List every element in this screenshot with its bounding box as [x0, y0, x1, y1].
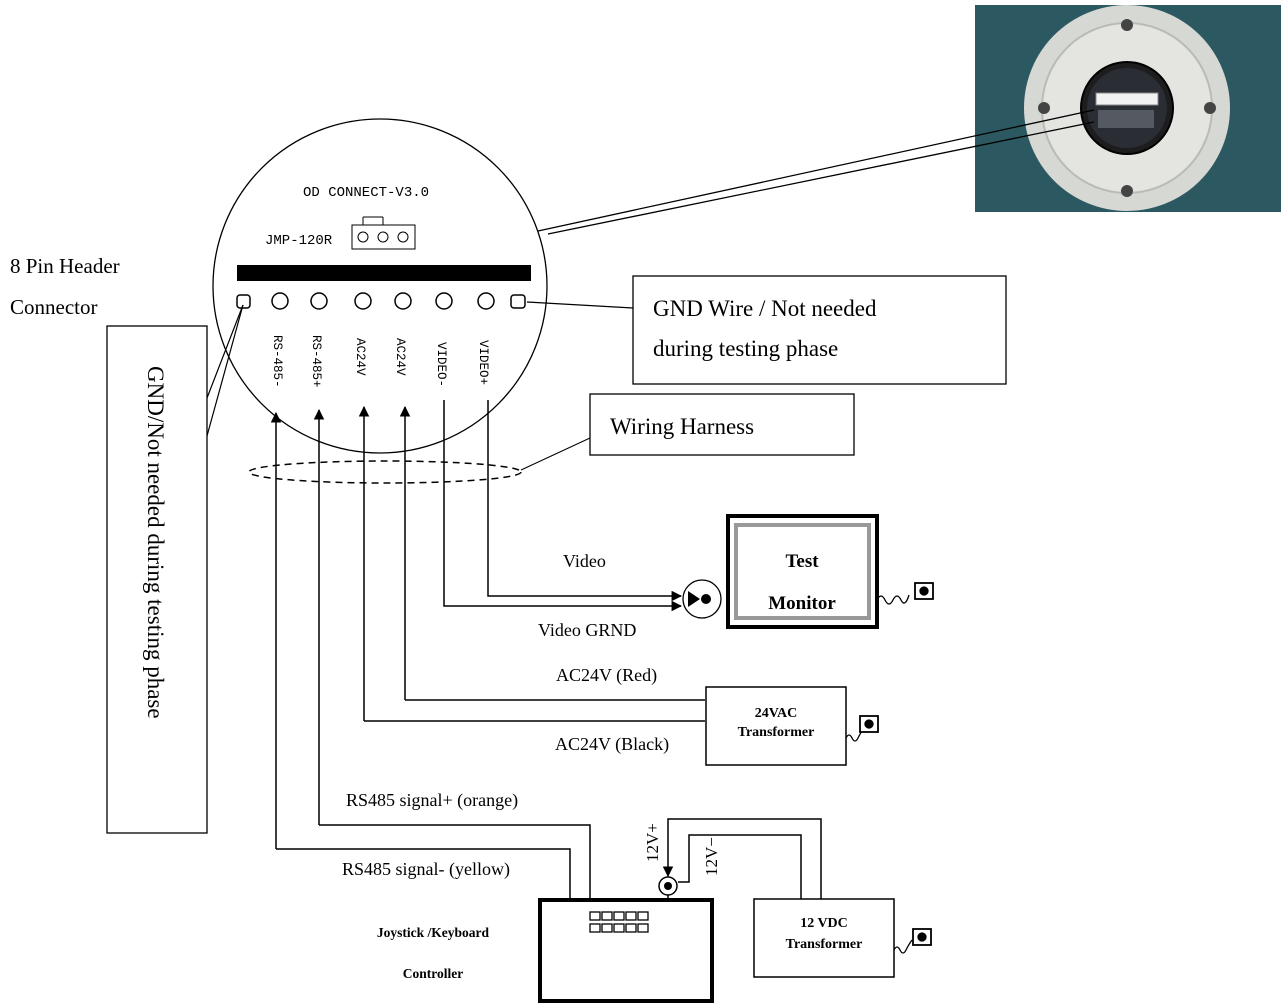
joystick-label-1: Joystick /Keyboard: [377, 925, 490, 940]
connector-board: OD CONNECT-V3.0 JMP-120R RS-485- RS-485+…: [212, 118, 548, 454]
photo-pin-header: [1095, 92, 1159, 106]
mount-hole: [1121, 185, 1133, 197]
gnd-vertical-text: GND/Not needed during testing phase: [143, 366, 168, 719]
header-bar: [237, 265, 531, 281]
pin-label-ac24v-1: AC24V: [353, 338, 367, 376]
wire-rs485-plus: [319, 824, 591, 898]
pin-label-video-minus: VIDEO-: [434, 342, 448, 387]
gnd-callout-leader: [526, 301, 634, 309]
keypad-icon: [589, 911, 649, 933]
wiring-harness-callout: Wiring Harness: [248, 393, 855, 484]
plug-icon: [893, 928, 932, 954]
label-12v-minus: 12V−: [702, 837, 721, 876]
wire-12v-plus: [662, 818, 822, 900]
joystick-label-2: Controller: [403, 966, 464, 981]
label-video-grnd: Video GRND: [538, 620, 636, 640]
label-video: Video: [563, 551, 606, 571]
connector-outline: [212, 118, 548, 454]
pin-header-label: 8 Pin Header: [10, 254, 120, 278]
gnd-vertical-leader: [206, 304, 244, 399]
monitor-label-2: Monitor: [768, 593, 836, 614]
video-jack-icon: [682, 579, 722, 619]
label-rs485-minus: RS485 signal- (yellow): [342, 859, 510, 880]
transformer-12vdc: 12 VDC Transformer: [753, 898, 895, 978]
gnd-callout-line1: GND Wire / Not needed: [653, 296, 877, 321]
joystick-controller: Joystick /Keyboard Controller: [377, 898, 714, 1003]
wire-rs485-minus: [276, 848, 571, 898]
wire-video-plus: [487, 400, 683, 602]
camera-housing-photo: [975, 5, 1281, 212]
photo-leader-line: [537, 109, 1095, 232]
header-pins: [236, 292, 526, 310]
label-ac24v-black: AC24V (Black): [555, 734, 669, 755]
wire-12v-minus: [678, 834, 802, 900]
wiring-harness-label: Wiring Harness: [610, 414, 754, 439]
wire-video-minus: [443, 400, 683, 612]
label-12v-plus: 12V+: [643, 823, 662, 862]
tr12-label-1: 12 VDC: [800, 916, 848, 931]
tr24-label-1: 24VAC: [755, 706, 798, 721]
label-ac24v-red: AC24V (Red): [556, 665, 657, 686]
gnd-wire-callout: GND Wire / Not needed during testing pha…: [526, 275, 1007, 385]
tr24-label-2: Transformer: [738, 725, 815, 740]
gnd-callout-line2: during testing phase: [653, 336, 838, 361]
mount-hole: [1121, 19, 1133, 31]
harness-ellipse: [248, 460, 522, 484]
pin-label-ac24v-2: AC24V: [393, 338, 407, 376]
gnd-vertical-leader: [206, 304, 244, 437]
transformer-24vac: 24VAC Transformer: [705, 686, 847, 766]
wires: [270, 400, 822, 900]
gnd-vertical-callout: GND/Not needed during testing phase: [106, 304, 244, 834]
mount-hole: [1038, 102, 1050, 114]
tr12-label-2: Transformer: [786, 937, 863, 952]
jumper-label: JMP-120R: [265, 233, 333, 249]
dc-jack-icon: [658, 876, 678, 900]
photo-leader-line: [547, 121, 1095, 235]
monitor-label-1: Test: [785, 551, 819, 572]
pin-label-rs485-plus: RS-485+: [309, 335, 323, 388]
label-rs485-plus: RS485 signal+ (orange): [346, 790, 518, 811]
connector-title: OD CONNECT-V3.0: [303, 185, 429, 201]
plug-icon: [876, 582, 934, 605]
test-monitor: Test Monitor: [726, 514, 879, 629]
mount-hole: [1204, 102, 1216, 114]
pin-label-rs485-minus: RS-485-: [270, 335, 284, 388]
pin-header-label-2: Connector: [10, 295, 97, 319]
pin-label-video-plus: VIDEO+: [476, 340, 490, 385]
plug-icon: [845, 715, 879, 742]
jumper-icon: [351, 216, 416, 250]
